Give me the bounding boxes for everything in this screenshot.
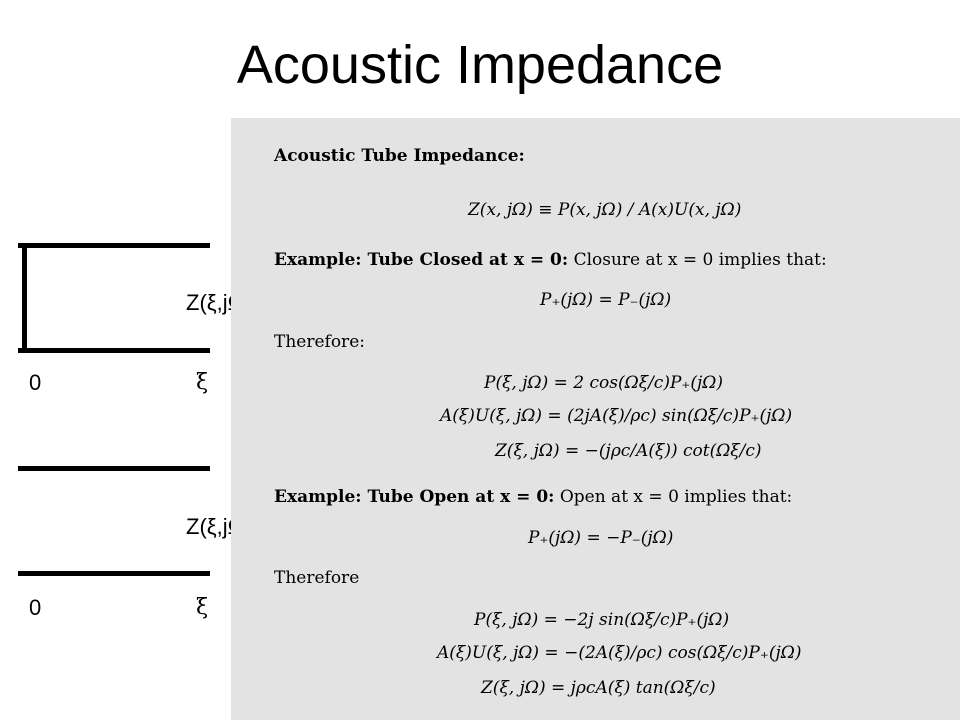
open-example-text: Open at x = 0 implies that: [559,487,793,507]
open-origin-label: 0 [29,595,42,620]
open-boundary-condition: P₊(jΩ) = −P₋(jΩ) [528,528,674,548]
closed-example-line: Example: Tube Closed at x = 0: Closure a… [274,252,827,269]
closed-equation-volume-velocity: A(ξ)U(ξ, jΩ) = (2jA(ξ)/ρc) sin(Ωξ/c)P₊(j… [440,406,793,426]
therefore-label-2: Therefore [274,568,360,588]
closed-tube-bottom-wall [18,348,210,353]
closed-boundary-condition: P₊(jΩ) = P₋(jΩ) [540,290,672,310]
closed-example-text: Closure at x = 0 implies that: [573,250,827,270]
closed-position-label: ξ [196,370,209,395]
open-tube-bottom-wall [18,571,210,576]
definition-equation: Z(x, jΩ) ≡ P(x, jΩ) / A(x)U(x, jΩ) [468,200,742,220]
closed-equation-pressure: P(ξ, jΩ) = 2 cos(Ωξ/c)P₊(jΩ) [484,373,724,393]
open-tube-top-wall [18,466,210,471]
panel-heading: Acoustic Tube Impedance: [274,146,525,166]
closed-equation-impedance: Z(ξ, jΩ) = −(jρc/A(ξ)) cot(Ωξ/c) [495,441,762,461]
slide-title: Acoustic Impedance [236,35,724,95]
open-equation-pressure: P(ξ, jΩ) = −2j sin(Ωξ/c)P₊(jΩ) [474,610,730,630]
open-example-line: Example: Tube Open at x = 0: Open at x =… [274,489,792,506]
therefore-label-1: Therefore: [274,332,365,352]
closed-tube-top-wall [18,243,210,248]
open-position-label: ξ [196,595,209,620]
open-example-title: Example: Tube Open at x = 0: [274,487,555,507]
closed-example-title: Example: Tube Closed at x = 0: [274,250,569,270]
open-equation-impedance: Z(ξ, jΩ) = jρcA(ξ) tan(Ωξ/c) [481,678,716,698]
equation-panel [231,118,960,720]
closed-origin-label: 0 [29,370,42,395]
open-equation-volume-velocity: A(ξ)U(ξ, jΩ) = −(2A(ξ)/ρc) cos(Ωξ/c)P₊(j… [437,643,802,663]
closed-tube-end-wall [22,243,27,353]
